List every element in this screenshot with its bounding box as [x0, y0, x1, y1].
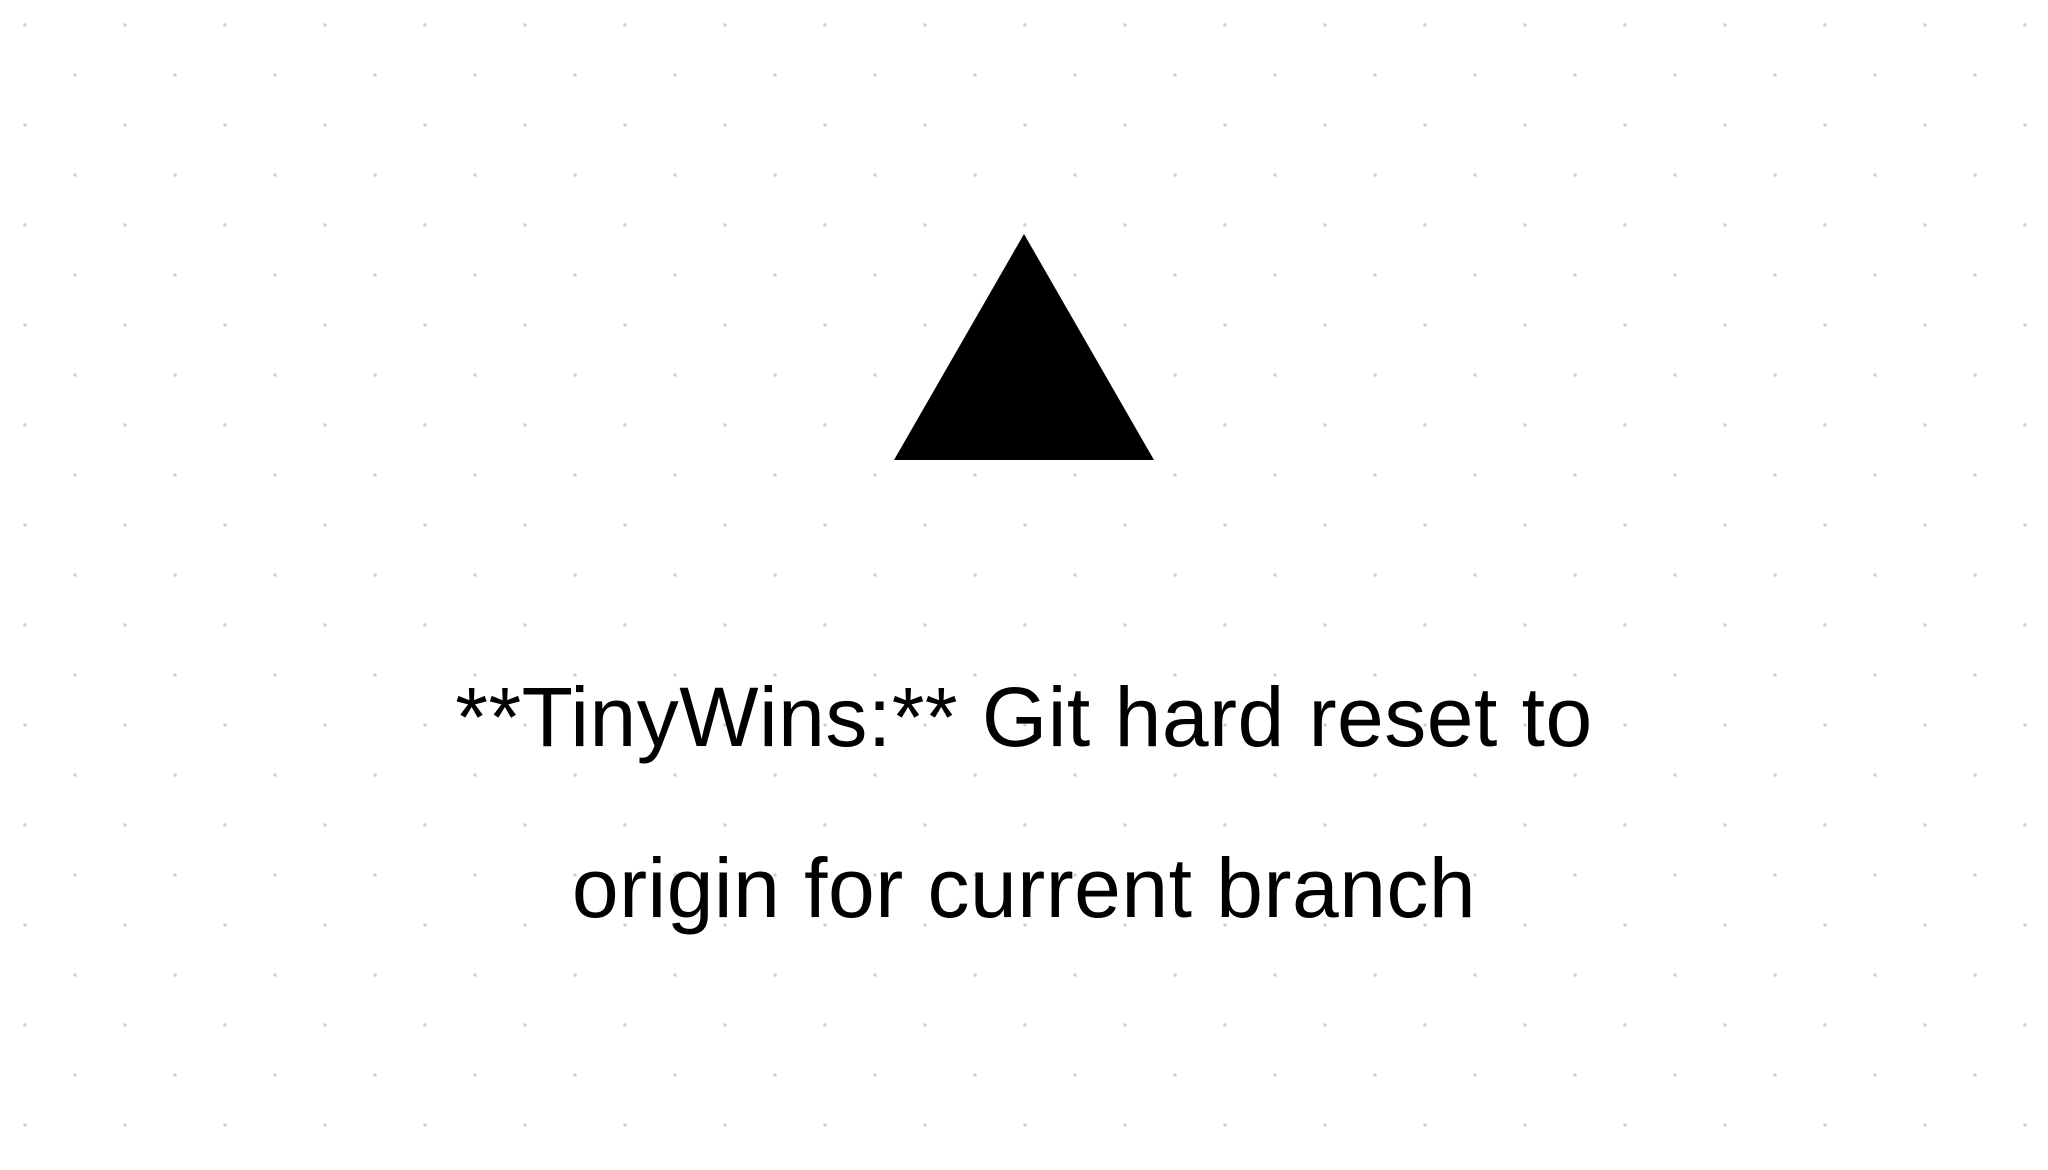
card-title: **TinyWins:** Git hard reset to origin f… [0, 632, 2048, 974]
card-title-line-1: **TinyWins:** Git hard reset to [455, 670, 1593, 764]
triangle-logo-icon [894, 234, 1154, 460]
triangle-logo-shape [894, 234, 1154, 460]
card-title-line-2: origin for current branch [571, 841, 1477, 935]
